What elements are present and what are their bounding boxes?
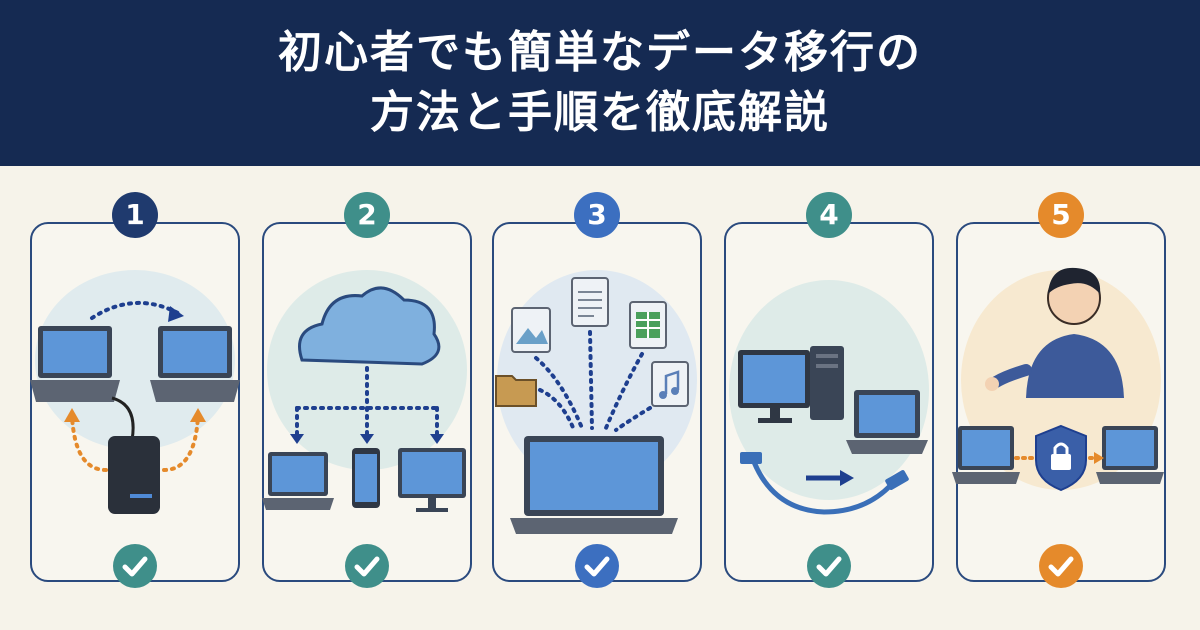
laptop-transfer-icon (20, 230, 250, 550)
check-icon-4 (807, 544, 851, 588)
steps-section: 1 2 (0, 166, 1200, 630)
files-to-laptop-icon (482, 230, 712, 550)
check-icon-1 (113, 544, 157, 588)
check-icon-5 (1039, 544, 1083, 588)
step-number-badge-1: 1 (112, 192, 158, 238)
step-number-badge-2: 2 (344, 192, 390, 238)
person-secure-transfer-icon (946, 230, 1176, 550)
step-number-badge-5: 5 (1038, 192, 1084, 238)
desktop-cable-transfer-icon (714, 230, 944, 550)
title-banner: 初心者でも簡単なデータ移行の 方法と手順を徹底解説 (0, 0, 1200, 166)
page-title-line-1: 初心者でも簡単なデータ移行の (278, 27, 922, 78)
check-icon-3 (575, 544, 619, 588)
check-icon-2 (345, 544, 389, 588)
cloud-sync-icon (252, 230, 482, 550)
page-title-line-2: 方法と手順を徹底解説 (370, 87, 830, 138)
step-number-badge-4: 4 (806, 192, 852, 238)
step-number-badge-3: 3 (574, 192, 620, 238)
